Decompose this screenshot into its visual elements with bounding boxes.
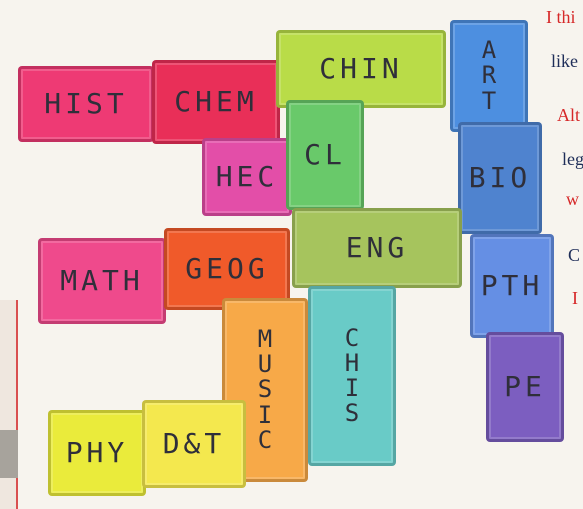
puzzle-piece-dt-label: D&T: [163, 430, 226, 458]
puzzle-piece-phy-label: PHY: [66, 439, 129, 467]
puzzle-piece-chis: C H I S: [308, 286, 396, 466]
puzzle-piece-math-label: MATH: [60, 267, 143, 295]
side-text-line-3: Alt: [557, 106, 580, 124]
puzzle-piece-chem-label: CHEM: [174, 88, 257, 116]
puzzle-piece-hist-label: HIST: [44, 90, 127, 118]
puzzle-piece-chis-label: C H I S: [345, 326, 359, 427]
puzzle-piece-art-label: A R T: [482, 38, 496, 114]
puzzle-piece-art: A R T: [450, 20, 528, 132]
puzzle-piece-eng: ENG: [292, 208, 462, 288]
side-text-line-5: w: [566, 190, 579, 208]
puzzle-piece-bio-label: BIO: [469, 164, 532, 192]
side-text-line-2: like: [551, 52, 578, 70]
puzzle-piece-music-label: M U S I C: [258, 327, 272, 453]
puzzle-piece-hec: HEC: [202, 138, 292, 216]
puzzle-piece-chem: CHEM: [152, 60, 280, 144]
side-text-line-1: I thi: [546, 8, 576, 26]
left-edge-block: [0, 430, 18, 478]
puzzle-piece-hec-label: HEC: [216, 163, 279, 191]
puzzle-piece-chin-label: CHIN: [319, 55, 402, 83]
puzzle-piece-pth: PTH: [470, 234, 554, 338]
puzzle-piece-chin: CHIN: [276, 30, 446, 108]
side-text-line-4: leg: [562, 150, 583, 168]
puzzle-piece-cl-label: CL: [304, 141, 346, 169]
puzzle-piece-eng-label: ENG: [346, 234, 409, 262]
side-text-line-6: C: [568, 246, 580, 264]
side-text-line-7: I: [572, 289, 578, 307]
puzzle-piece-pth-label: PTH: [481, 272, 544, 300]
puzzle-piece-dt: D&T: [142, 400, 246, 488]
puzzle-piece-cl: CL: [286, 100, 364, 210]
puzzle-piece-pe-label: PE: [504, 373, 546, 401]
puzzle-piece-geog-label: GEOG: [185, 255, 268, 283]
puzzle-piece-hist: HIST: [18, 66, 154, 142]
puzzle-piece-bio: BIO: [458, 122, 542, 234]
puzzle-piece-math: MATH: [38, 238, 166, 324]
puzzle-piece-pe: PE: [486, 332, 564, 442]
puzzle-piece-phy: PHY: [48, 410, 146, 496]
